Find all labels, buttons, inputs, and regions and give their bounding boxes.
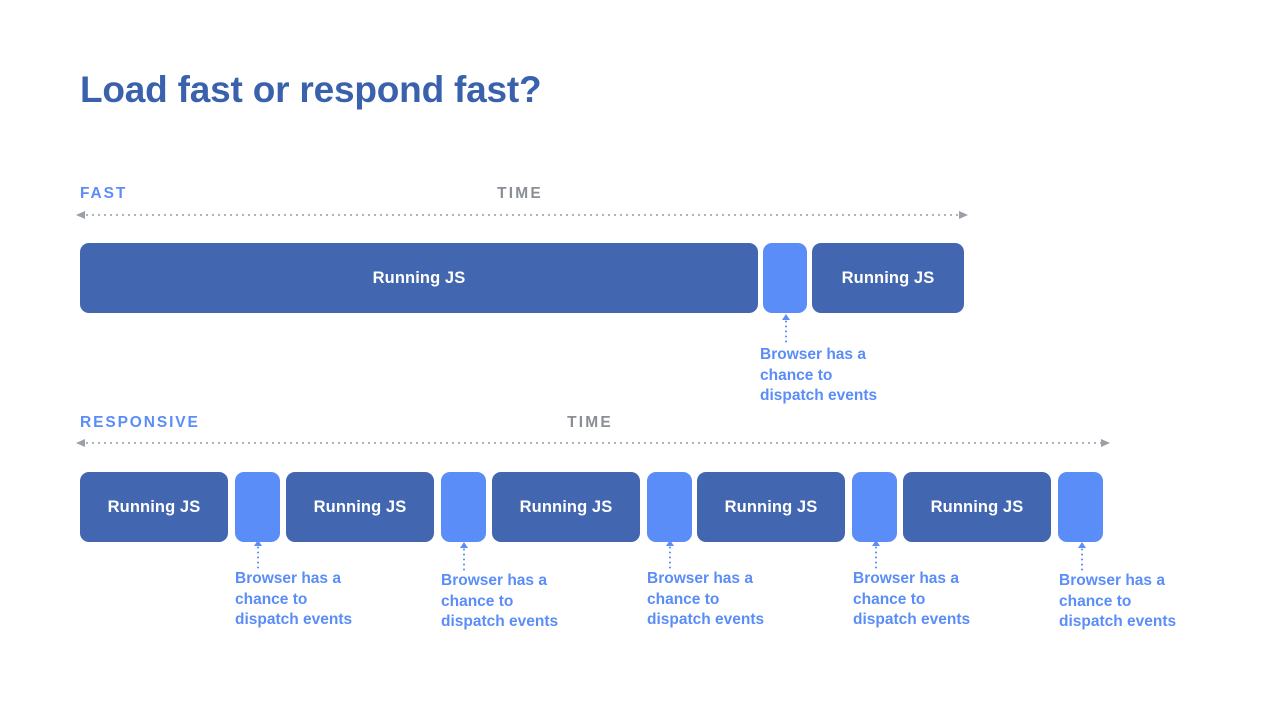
page-title: Load fast or respond fast? — [80, 69, 542, 110]
arrow-up-icon — [1078, 542, 1086, 548]
arrow-up-icon — [872, 540, 880, 546]
arrow-up-icon — [460, 542, 468, 548]
arrow-right-icon — [1101, 439, 1110, 447]
bar-label: Running JS — [372, 268, 466, 287]
callout-text: Browser has a chance to dispatch events — [853, 570, 971, 628]
bar-idle-gap — [1058, 472, 1103, 542]
bar-running-js: Running JS — [812, 243, 964, 313]
bar-running-js: Running JS — [697, 472, 845, 542]
time-axis-label-fast: TIME — [497, 185, 543, 202]
arrow-left-icon — [76, 211, 85, 219]
axis-dotted-line — [84, 442, 1102, 444]
bar-idle-gap — [852, 472, 897, 542]
bar-label: Running JS — [724, 497, 818, 516]
callout-text: Browser has a chance to dispatch events — [441, 572, 559, 630]
callout-stem — [669, 545, 671, 571]
bar-running-js: Running JS — [492, 472, 640, 542]
bar-label: Running JS — [519, 497, 613, 516]
axis-dotted-line — [84, 214, 960, 216]
callout-stem — [463, 547, 465, 573]
arrow-left-icon — [76, 439, 85, 447]
callout-text: Browser has a chance to dispatch events — [760, 346, 878, 404]
time-axis-fast — [76, 211, 968, 220]
time-axis-label-responsive: TIME — [567, 414, 613, 431]
section-label-fast: FAST — [80, 185, 128, 202]
arrow-right-icon — [959, 211, 968, 219]
arrow-up-icon — [666, 540, 674, 546]
bar-label: Running JS — [841, 268, 935, 287]
arrow-up-icon — [254, 540, 262, 546]
bar-label: Running JS — [107, 497, 201, 516]
section-label-responsive: RESPONSIVE — [80, 414, 200, 431]
bar-idle-gap — [647, 472, 692, 542]
bar-running-js: Running JS — [80, 243, 758, 313]
bar-running-js: Running JS — [286, 472, 434, 542]
callout-text: Browser has a chance to dispatch events — [1059, 572, 1177, 630]
callout-stem — [1081, 547, 1083, 573]
bar-idle-gap — [441, 472, 486, 542]
callout-text: Browser has a chance to dispatch events — [647, 570, 765, 628]
arrow-up-icon — [782, 314, 790, 320]
time-axis-responsive — [76, 439, 1110, 448]
callout-stem — [875, 545, 877, 571]
bar-label: Running JS — [313, 497, 407, 516]
bar-running-js: Running JS — [903, 472, 1051, 542]
bar-idle-gap — [235, 472, 280, 542]
callout-stem — [257, 545, 259, 571]
callout-stem — [785, 319, 787, 345]
bar-idle-gap — [763, 243, 807, 313]
bar-running-js: Running JS — [80, 472, 228, 542]
bar-label: Running JS — [930, 497, 1024, 516]
callout-text: Browser has a chance to dispatch events — [235, 570, 353, 628]
